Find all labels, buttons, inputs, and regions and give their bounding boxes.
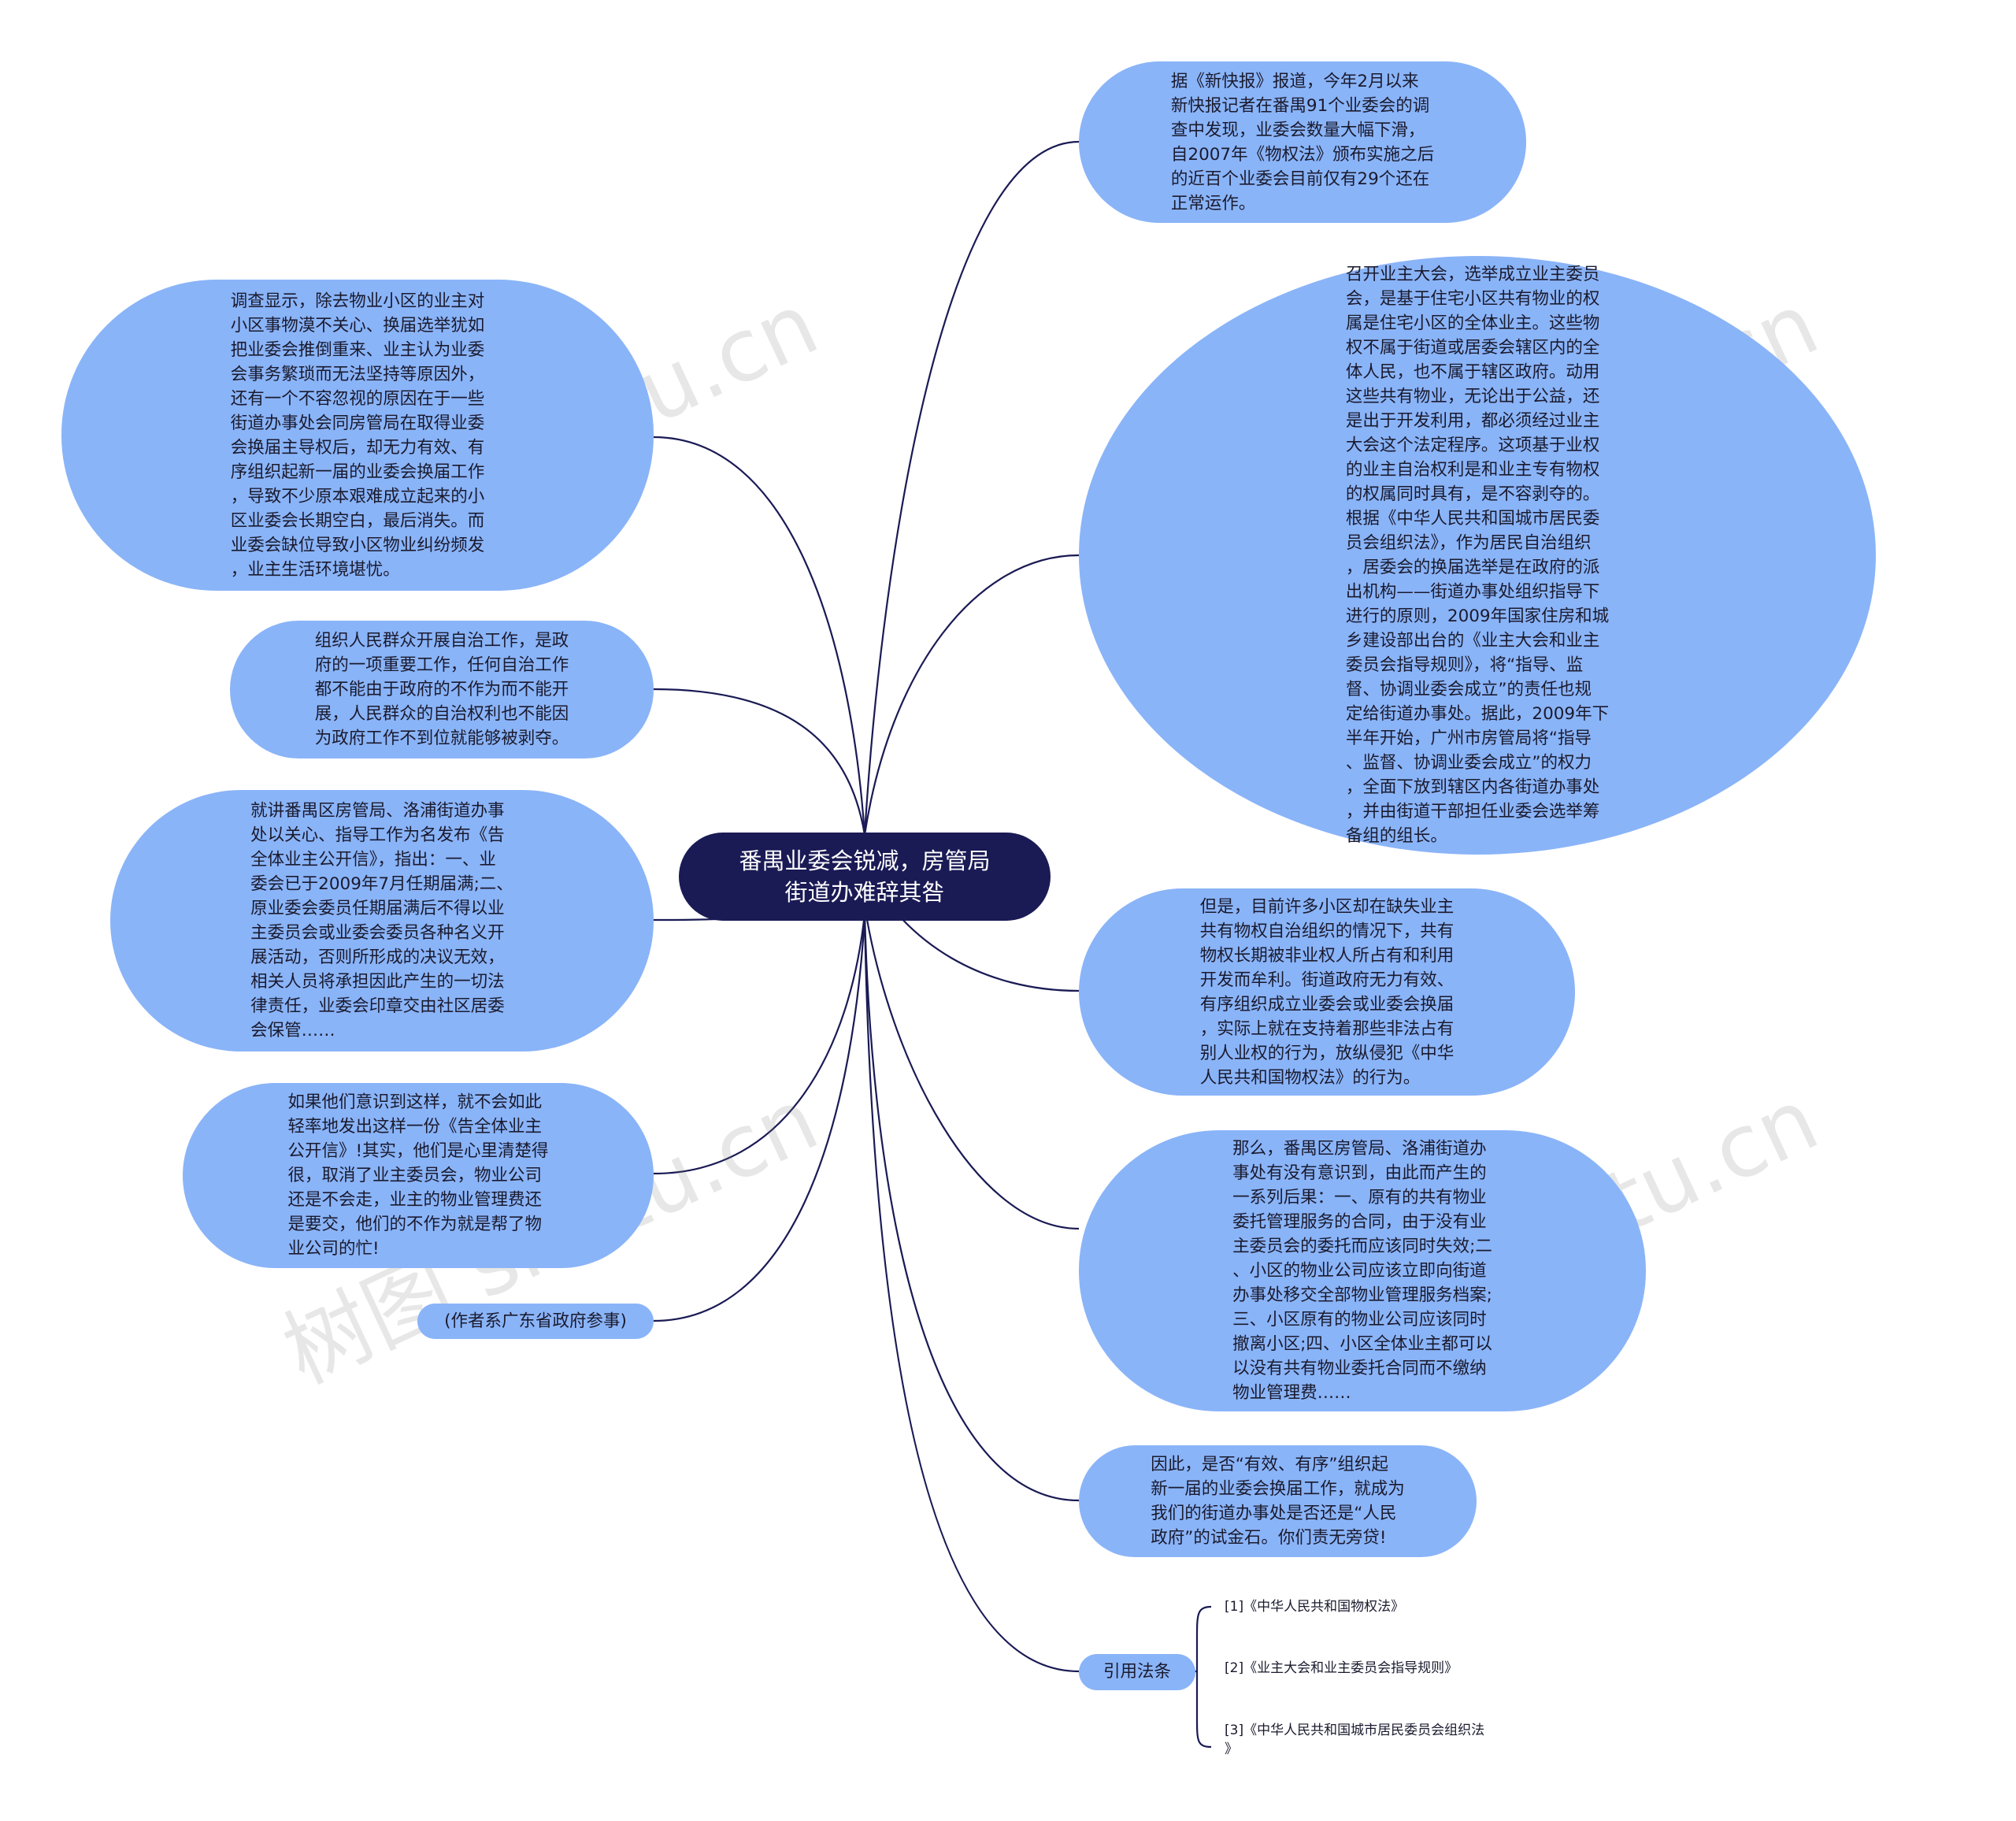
edge-r2 xyxy=(863,554,1080,836)
topic-node-l5[interactable]: (作者系广东省政府参事) xyxy=(417,1304,654,1339)
topic-node-r4[interactable]: 那么，番禺区房管局、洛浦街道办 事处有没有意识到，由此而产生的 一系列后果：一、… xyxy=(1079,1130,1646,1411)
edge-l2 xyxy=(653,688,866,836)
central-topic[interactable]: 番禺业委会锐减，房管局 街道办难辞其咎 xyxy=(679,833,1051,921)
topic-node-l1[interactable]: 调查显示，除去物业小区的业主对 小区事物漠不关心、换届选举犹如 把业委会推倒重来… xyxy=(61,280,654,591)
edge-r5 xyxy=(863,913,1080,1502)
topic-text: 因此，是否“有效、有序”组织起 新一届的业委会换届工作，就成为 我们的街道办事处… xyxy=(1151,1455,1405,1548)
topic-node-l4[interactable]: 如果他们意识到这样，就不会如此 轻率地发出这样一份《告全体业主 公开信》!其实，… xyxy=(183,1083,654,1268)
edge-r6 xyxy=(863,917,1080,1673)
reference-item: [3]《中华人民共和国城市居民委员会组织法 》 xyxy=(1225,1723,1485,1757)
edge-r4 xyxy=(863,905,1080,1230)
topic-node-l2[interactable]: 组织人民群众开展自治工作，是政 府的一项重要工作，任何自治工作 都不能由于政府的… xyxy=(230,621,654,758)
topic-node-r3[interactable]: 但是，目前许多小区却在缺失业主 共有物权自治组织的情况下，共有 物权长期被非业权… xyxy=(1079,888,1575,1096)
topic-node-r2[interactable]: 召开业主大会，选举成立业主委员 会，是基于住宅小区共有物业的权 属是住宅小区的全… xyxy=(1079,256,1876,855)
topic-text: 但是，目前许多小区却在缺失业主 共有物权自治组织的情况下，共有 物权长期被非业权… xyxy=(1199,896,1455,1088)
topic-text: 调查显示，除去物业小区的业主对 小区事物漠不关心、换届选举犹如 把业委会推倒重来… xyxy=(230,291,485,580)
topic-text: 引用法条 xyxy=(1102,1662,1171,1682)
topic-node-r5[interactable]: 因此，是否“有效、有序”组织起 新一届的业委会换届工作，就成为 我们的街道办事处… xyxy=(1079,1445,1477,1557)
topic-node-r1[interactable]: 据《新快报》报道，今年2月以来 新快报记者在番禺91个业委会的调 查中发现，业委… xyxy=(1079,61,1526,223)
topic-node-l3[interactable]: 就讲番禺区房管局、洛浦街道办事 处以关心、指导工作为名发布《告 全体业主公开信》… xyxy=(110,790,654,1051)
edge-l4 xyxy=(653,913,866,1175)
topic-text: 召开业主大会，选举成立业主委员 会，是基于住宅小区共有物业的权 属是住宅小区的全… xyxy=(1345,265,1610,846)
reference-item: [2]《业主大会和业主委员会指导规则》 xyxy=(1225,1660,1458,1676)
edge-l5 xyxy=(653,917,866,1322)
central-topic-label: 番禺业委会锐减，房管局 街道办难辞其咎 xyxy=(739,847,991,906)
topic-node-references[interactable]: 引用法条 xyxy=(1079,1654,1195,1690)
edge-r1 xyxy=(863,140,1080,836)
topic-text: 那么，番禺区房管局、洛浦街道办 事处有没有意识到，由此而产生的 一系列后果：一、… xyxy=(1232,1139,1492,1403)
topic-text: 就讲番禺区房管局、洛浦街道办事 处以关心、指导工作为名发布《告 全体业主公开信》… xyxy=(250,801,513,1040)
topic-text: 组织人民群众开展自治工作，是政 府的一项重要工作，任何自治工作 都不能由于政府的… xyxy=(314,631,569,748)
topic-text: (作者系广东省政府参事) xyxy=(444,1311,627,1331)
topic-text: 据《新快报》报道，今年2月以来 新快报记者在番禺91个业委会的调 查中发现，业委… xyxy=(1170,71,1435,213)
edge-l1 xyxy=(653,436,866,836)
reference-item: [1]《中华人民共和国物权法》 xyxy=(1225,1599,1405,1615)
topic-text: 如果他们意识到这样，就不会如此 轻率地发出这样一份《告全体业主 公开信》!其实，… xyxy=(287,1092,549,1259)
